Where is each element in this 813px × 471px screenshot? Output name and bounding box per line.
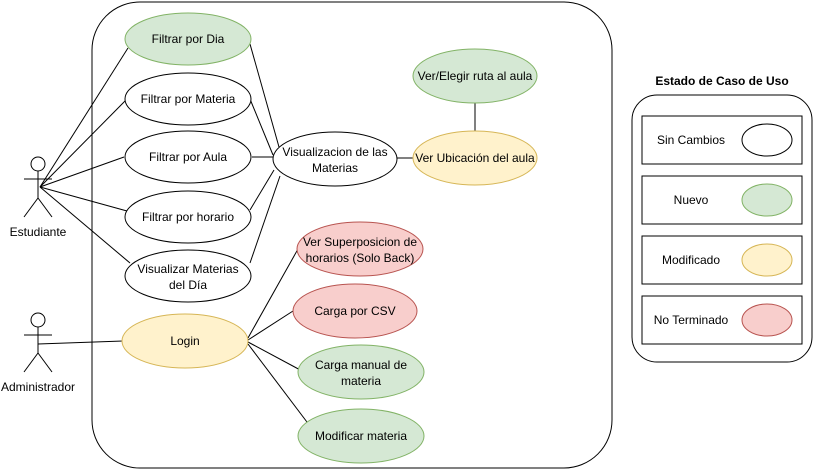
legend-item-sin-cambios: Sin Cambios	[641, 115, 803, 165]
use-case-visualizar-materias-dia-line2: del Día	[169, 278, 207, 292]
legend-item-nuevo: Nuevo	[641, 175, 803, 225]
legend-item-no-terminado-label: No Terminado	[654, 313, 729, 327]
actor-administrador	[23, 312, 53, 373]
use-case-filtrar-aula: Filtrar por Aula	[124, 130, 252, 184]
use-case-ver-superposicion-line2: horarios (Solo Back)	[306, 251, 415, 265]
actor-estudiante	[23, 156, 53, 218]
use-case-visualizar-materias-dia-line1: Visualizar Materias	[137, 262, 238, 276]
use-case-filtrar-dia-label: Filtrar por Dia	[152, 32, 225, 46]
legend: Estado de Caso de Uso Sin Cambios Nuevo …	[631, 74, 813, 363]
use-case-ver-elegir-ruta: Ver/Elegir ruta al aula	[412, 48, 538, 104]
use-case-ver-ubicacion-label: Ver Ubicación del aula	[415, 151, 535, 165]
actor-estudiante-label: Estudiante	[10, 225, 67, 239]
use-case-login: Login	[121, 313, 249, 369]
use-case-visualizacion-materias-line1: Visualizacion de las	[282, 145, 387, 159]
legend-title: Estado de Caso de Uso	[655, 74, 788, 88]
use-case-carga-csv-label: Carga por CSV	[314, 304, 395, 318]
association-lines	[37, 43, 476, 431]
use-case-filtrar-horario-label: Filtrar por horario	[142, 210, 234, 224]
use-case-login-label: Login	[170, 334, 199, 348]
use-case-modificar-materia-label: Modificar materia	[315, 429, 407, 443]
use-case-ver-superposicion-line1: Ver Superposicion de	[303, 235, 417, 249]
use-case-filtrar-materia: Filtrar por Materia	[124, 72, 252, 126]
legend-item-no-terminado: No Terminado	[641, 295, 803, 345]
use-case-ver-superposicion: Ver Superposicion de horarios (Solo Back…	[296, 221, 424, 277]
system-boundary	[91, 1, 613, 469]
legend-item-modificado: Modificado	[641, 235, 803, 285]
legend-swatch-no-terminado	[741, 303, 793, 337]
legend-swatch-sin-cambios	[741, 123, 793, 157]
use-case-filtrar-horario: Filtrar por horario	[124, 190, 252, 244]
use-case-modificar-materia: Modificar materia	[297, 408, 425, 464]
actor-administrador-label: Administrador	[1, 380, 75, 394]
use-case-filtrar-materia-label: Filtrar por Materia	[141, 92, 236, 106]
use-case-carga-manual: Carga manual de materia	[297, 344, 425, 400]
legend-item-sin-cambios-label: Sin Cambios	[657, 133, 725, 147]
use-case-ver-elegir-ruta-label: Ver/Elegir ruta al aula	[418, 69, 533, 83]
legend-item-modificado-label: Modificado	[662, 253, 720, 267]
use-case-ver-ubicacion: Ver Ubicación del aula	[412, 130, 538, 186]
use-case-carga-manual-line2: materia	[341, 374, 381, 388]
use-case-carga-manual-line1: Carga manual de	[315, 358, 407, 372]
use-case-visualizar-materias-dia: Visualizar Materias del Día	[124, 249, 252, 303]
use-case-filtrar-dia: Filtrar por Dia	[124, 12, 252, 66]
legend-swatch-nuevo	[741, 183, 793, 217]
legend-item-nuevo-label: Nuevo	[674, 193, 709, 207]
use-case-visualizacion-materias-line2: Materias	[312, 161, 358, 175]
use-case-filtrar-aula-label: Filtrar por Aula	[149, 150, 227, 164]
use-case-carga-csv: Carga por CSV	[292, 283, 418, 339]
use-case-visualizacion-materias: Visualizacion de las Materias	[272, 131, 398, 187]
legend-swatch-modificado	[741, 243, 793, 277]
